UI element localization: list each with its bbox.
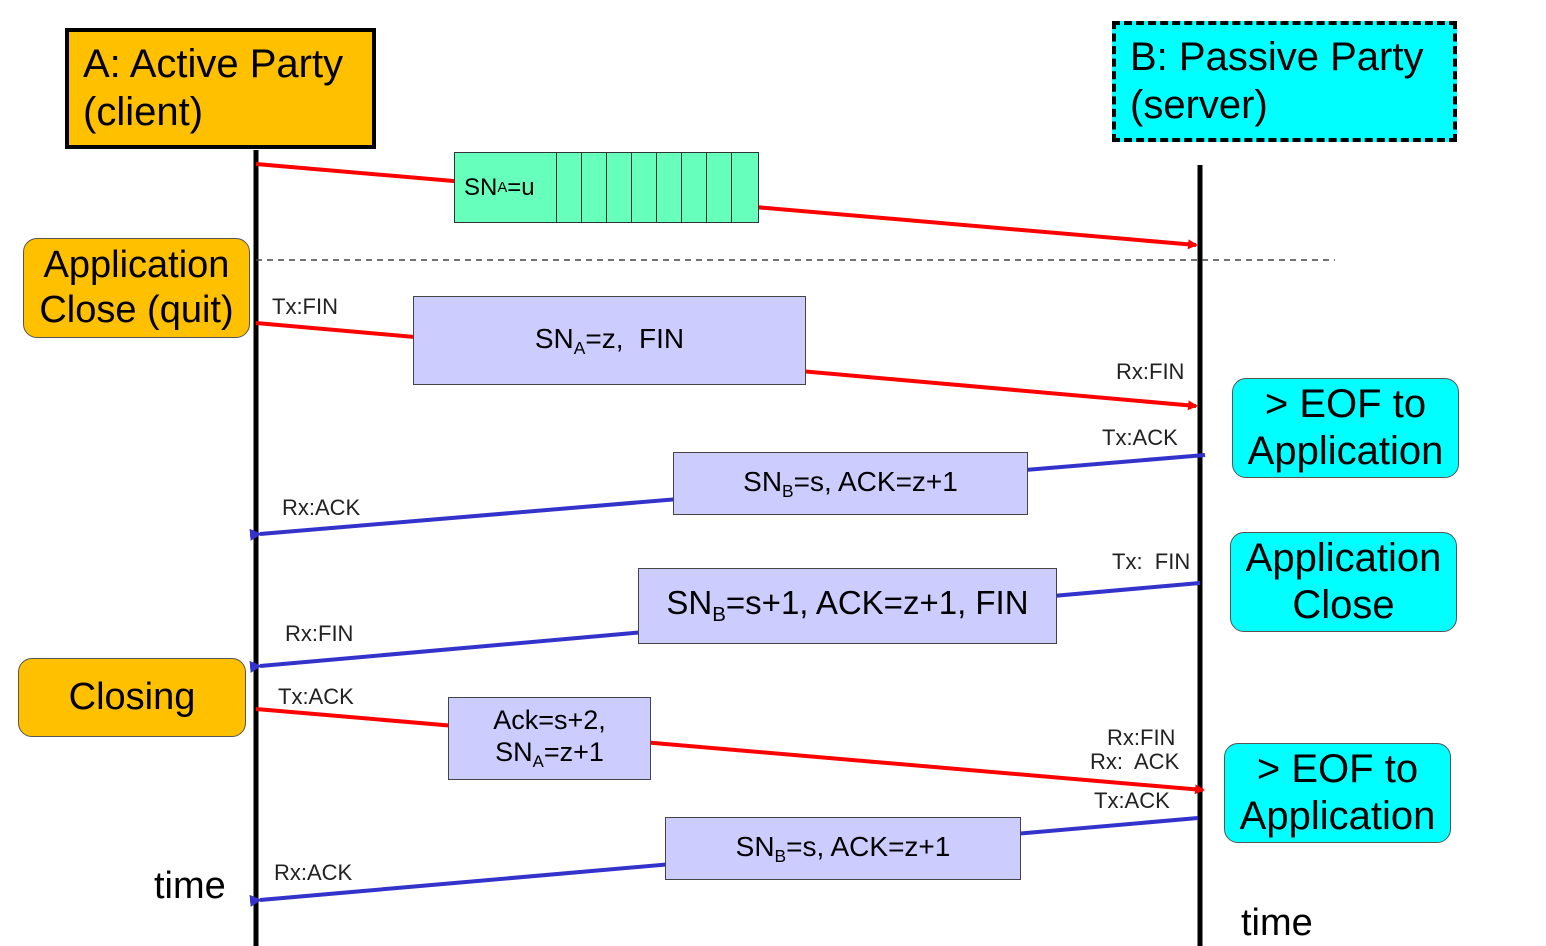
segment-data-cell [606,153,607,222]
state-eof-2: > EOF to Application [1224,743,1451,843]
time-label-server: time [1241,902,1313,944]
segment-data-cell [556,153,557,222]
segment-fin-a-sub: A [573,338,586,359]
party-a-title: A: Active Party [83,42,344,87]
party-a-role: (client) [83,89,204,134]
segment-ack-a-line1: Ack=s+2, [493,705,606,736]
state-eof-1: > EOF to Application [1232,378,1459,478]
state-eof-1-line2: Application [1247,429,1444,473]
segment-fin-b-sn: SN [666,584,713,622]
segment-data-cell [706,153,707,222]
segment-ack-b2-sub: B [774,846,787,867]
segment-ack-b-sub: B [782,481,794,502]
label-rx-fin-a: Rx:FIN [285,621,354,646]
segment-data-rest: =u [507,173,535,201]
arrow-ack-a [255,707,1205,795]
segment-data-sn: SN [464,173,498,201]
label-tx-ack-b2: Tx:ACK [1094,788,1170,813]
label-rx-ack-b2: Rx: ACK [1090,749,1180,774]
state-closing-label: Closing [68,676,196,719]
label-tx-fin-a: Tx:FIN [272,294,338,319]
party-b-title: B: Passive Party [1130,35,1424,80]
label-rx-fin-b2: Rx:FIN [1107,725,1176,750]
state-eof-1-line1: > EOF to [1264,381,1427,426]
segment-ack-a: Ack=s+2, SNA=z+1 [448,697,651,780]
state-app-close-quit: Application Close (quit) [23,238,250,338]
state-app-close-quit-line2: Close (quit) [39,289,234,331]
segment-ack-b2-rest: =s, ACK=z+1 [786,831,951,863]
state-eof-2-line2: Application [1239,794,1436,838]
segment-ack-a-sn: SN [495,737,533,768]
state-eof-2-line1: > EOF to [1256,746,1419,791]
segment-fin-b: SNB=s+1, ACK=z+1, FIN [638,568,1057,644]
segment-data-cell [731,153,732,222]
segment-data-cell [656,153,657,222]
segment-ack-b-sn: SN [743,466,783,498]
segment-data-cell [631,153,632,222]
segment-fin-b-rest: =s+1, ACK=z+1, FIN [725,584,1029,622]
party-a-header: A: Active Party (client) [65,28,376,149]
segment-fin-b-sub: B [712,603,726,627]
segment-fin-a-rest: =z, FIN [585,323,685,355]
segment-ack-b2-sn: SN [735,831,775,863]
party-b-role: (server) [1130,82,1268,127]
segment-data-sub: A [497,179,508,196]
state-app-close-line1: Application [1245,535,1442,580]
segment-data-cell [581,153,582,222]
segment-ack-b2: SNB=s, ACK=z+1 [665,817,1021,880]
label-rx-ack-a2: Rx:ACK [274,860,353,885]
label-rx-fin-b: Rx:FIN [1116,359,1185,384]
state-app-close-line2: Close [1292,583,1395,627]
segment-ack-a-rest: =z+1 [543,737,604,768]
segment-ack-a-sub: A [532,751,544,771]
state-app-close: Application Close [1230,532,1457,632]
state-closing: Closing [18,658,246,737]
time-label-client: time [154,865,226,907]
party-b-header: B: Passive Party (server) [1112,21,1457,142]
segment-ack-b: SNB=s, ACK=z+1 [673,452,1028,515]
label-rx-ack-a: Rx:ACK [282,495,361,520]
segment-fin-a: SNA=z, FIN [413,296,806,385]
label-tx-ack-b: Tx:ACK [1102,425,1178,450]
segment-data-cell [681,153,682,222]
segment-fin-a-sn: SN [534,323,574,355]
state-app-close-quit-line1: Application [43,244,230,287]
label-tx-ack-a: Tx:ACK [278,684,354,709]
label-tx-fin-b: Tx: FIN [1112,549,1191,574]
segment-ack-b-rest: =s, ACK=z+1 [793,466,958,498]
